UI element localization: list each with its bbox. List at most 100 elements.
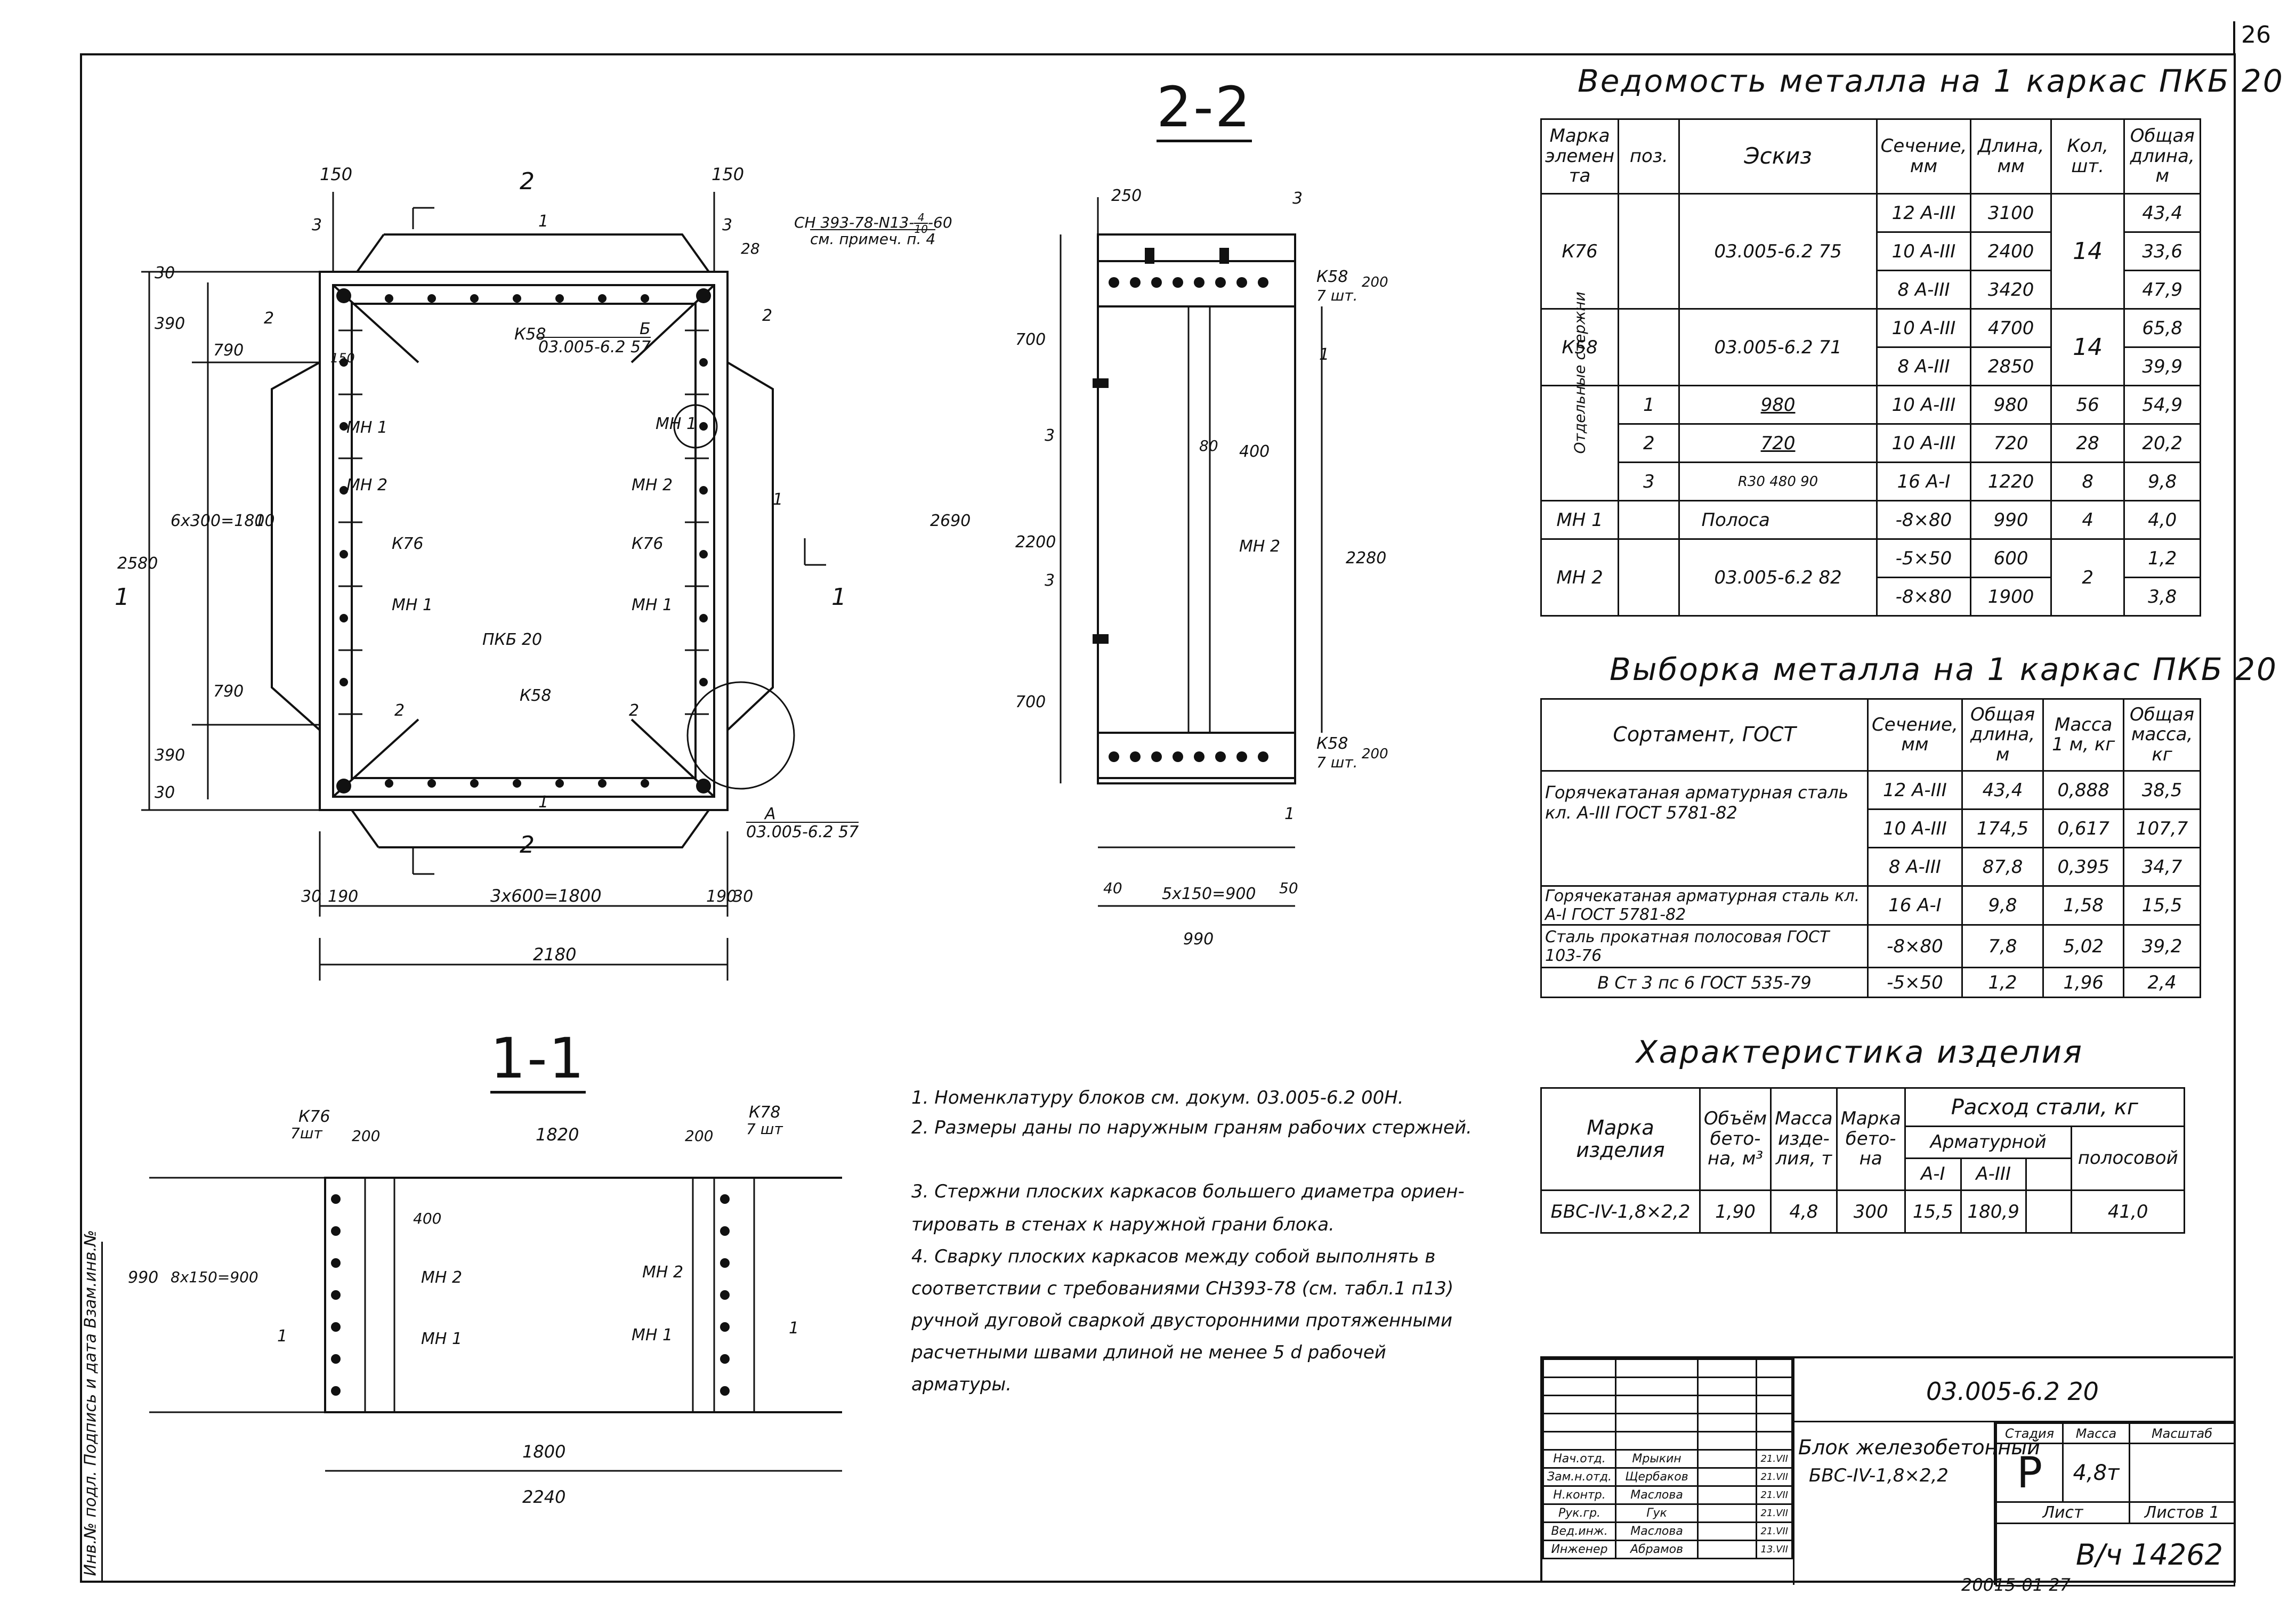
ms-mn1-sketch: Полоса bbox=[1678, 500, 1878, 540]
metal-sheet-table: Марка элемен та поз. Эскиз Сечение, мм Д… bbox=[1540, 118, 2201, 617]
staff-role-5: Вед.инж. bbox=[1542, 1521, 1617, 1541]
drawing-frame bbox=[80, 53, 2236, 1583]
ch-h-aiii: А-III bbox=[1960, 1157, 2027, 1191]
msel-r1-sec-2: 10 А-III bbox=[1867, 808, 1963, 848]
msel-r1-mass-1: 38,5 bbox=[2123, 770, 2201, 810]
ms-mn1-total: 4,0 bbox=[2123, 500, 2201, 540]
msel-r1-len-3: 87,8 bbox=[1961, 847, 2044, 887]
callout-a: А bbox=[765, 805, 776, 823]
staff-date-1: 21.VII bbox=[1756, 1449, 1793, 1469]
msel-r1-sec-3: 8 А-III bbox=[1867, 847, 1963, 887]
side-dim-250: 250 bbox=[1111, 187, 1142, 205]
ch-volume: 1,90 bbox=[1699, 1189, 1772, 1234]
note-2: 2. Размеры даны по наружным граням рабоч… bbox=[911, 1117, 1472, 1138]
ch-h-ai: А-I bbox=[1904, 1157, 1962, 1191]
characteristic-table: Марка изделия Объём бето- на, м³ Масса и… bbox=[1540, 1087, 2186, 1234]
s11-mn1-right: МН 1 bbox=[632, 1326, 673, 1345]
staff-role-3: Н.контр. bbox=[1542, 1485, 1617, 1505]
ch-h-rebar: Арматурной bbox=[1904, 1126, 2073, 1159]
ch-blank bbox=[2025, 1189, 2073, 1234]
block-outline bbox=[319, 271, 729, 811]
ms-mn2-sec-2: -8×80 bbox=[1875, 577, 1972, 617]
ch-strip: 41,0 bbox=[2071, 1189, 2185, 1234]
label-mn1-right-b: МН 1 bbox=[632, 596, 673, 614]
mass-header: Масса bbox=[2062, 1422, 2130, 1444]
scale-value bbox=[2129, 1443, 2235, 1503]
weld-ref-tail: -60 bbox=[927, 214, 952, 231]
s11-bar1-right: 1 bbox=[789, 1319, 799, 1338]
title-name-cell bbox=[1793, 1422, 1995, 1585]
side-label-3a: 3 bbox=[1292, 189, 1303, 208]
note-4b: соответствии с требованиями СН393-78 (см… bbox=[911, 1278, 1454, 1299]
section-1-1-drawing bbox=[149, 1177, 842, 1472]
ms-k76-count: 14 bbox=[2050, 193, 2125, 310]
dim-390-top: 390 bbox=[155, 314, 185, 333]
note-4e: арматуры. bbox=[911, 1374, 1012, 1395]
side-label-3b: 3 bbox=[1045, 426, 1055, 445]
msel-r4-m1: 1,96 bbox=[2042, 967, 2125, 998]
sheets-label: Листов 1 bbox=[2129, 1501, 2235, 1524]
ms-h-total: Общая длина, м bbox=[2123, 118, 2201, 195]
ms-bar2-sec: 10 А-III bbox=[1875, 423, 1972, 463]
ms-k76-total-1: 43,4 bbox=[2123, 193, 2201, 233]
side-dim-700-bottom: 700 bbox=[1015, 693, 1046, 711]
section-1-1-title: 1-1 bbox=[490, 1026, 586, 1094]
ms-h-section: Сечение, мм bbox=[1875, 118, 1972, 195]
staff-name-3: Маслова bbox=[1615, 1485, 1699, 1505]
ms-k58-count: 14 bbox=[2050, 308, 2125, 386]
ms-bar1-sketch: 980 bbox=[1678, 385, 1878, 425]
ms-bar3-sketch: R30 480 90 bbox=[1678, 462, 1878, 501]
dim-150-left: 150 bbox=[320, 164, 353, 184]
staff-name-2: Щербаков bbox=[1615, 1467, 1699, 1487]
ms-bar3-len: 1220 bbox=[1970, 462, 2052, 501]
note-3a: 3. Стержни плоских каркасов большего диа… bbox=[911, 1181, 1465, 1202]
ms-bar1-len: 980 bbox=[1970, 385, 2052, 425]
ms-k76-sketch: 03.005-6.2 75 bbox=[1678, 193, 1878, 310]
side-dim-400: 400 bbox=[1239, 442, 1270, 461]
msel-r2-m1: 1,58 bbox=[2042, 885, 2125, 926]
ch-mark: БВС-IV-1,8×2,2 bbox=[1540, 1189, 1701, 1234]
label-mn2-left: МН 2 bbox=[346, 476, 388, 495]
staff-role-6: Инженер bbox=[1542, 1540, 1617, 1559]
note-4a: 4. Сварку плоских каркасов между собой в… bbox=[911, 1246, 1436, 1267]
s11-dim-1820: 1820 bbox=[536, 1124, 579, 1145]
cut-marker-1-left: 1 bbox=[115, 584, 130, 611]
metal-sheet-title: Ведомость металла на 1 каркас ПКБ 20 bbox=[1578, 63, 2284, 99]
s11-dim-990: 990 bbox=[128, 1268, 159, 1287]
msel-r1-sec-1: 12 А-III bbox=[1867, 770, 1963, 810]
label-bar-2-bottom-right: 2 bbox=[629, 701, 640, 720]
ms-mn1-len: 990 bbox=[1970, 500, 2052, 540]
dim-30-bottom: 30 bbox=[155, 783, 175, 802]
side-dim-2690: 2690 bbox=[930, 512, 971, 530]
dim-30-br: 30 bbox=[733, 887, 754, 906]
side-label-3c: 3 bbox=[1045, 571, 1055, 590]
ms-mn2-count: 2 bbox=[2050, 538, 2125, 617]
ch-h-mass: Масса изде- лия, т bbox=[1770, 1087, 1838, 1191]
side-dim-200b: 200 bbox=[1362, 746, 1388, 762]
side-label-k58-bottom: К58 bbox=[1316, 734, 1348, 753]
s11-k76: К76 bbox=[298, 1107, 330, 1126]
s11-mn2-left: МН 2 bbox=[421, 1268, 463, 1287]
left-margin-text: Инв.№ подл. Подпись и дата Взам.инв.№ bbox=[81, 1229, 100, 1576]
s11-dim-8x150: 8x150=900 bbox=[171, 1268, 258, 1286]
label-k58-top: К58 bbox=[514, 325, 546, 344]
label-bar-3-left: 3 bbox=[312, 216, 322, 234]
ms-k76-sec-2: 10 А-III bbox=[1875, 231, 1972, 271]
dim-30-top: 30 bbox=[155, 264, 175, 282]
label-mn1-left-b: МН 1 bbox=[392, 596, 433, 614]
label-bar-2-right: 2 bbox=[762, 306, 773, 325]
label-mn2-right: МН 2 bbox=[632, 476, 673, 495]
ms-k76-total-3: 47,9 bbox=[2123, 270, 2201, 310]
ms-k58-sec-1: 10 А-III bbox=[1875, 308, 1972, 348]
label-bar-1-bottom: 1 bbox=[538, 793, 549, 812]
staff-date-4: 21.VII bbox=[1756, 1503, 1793, 1523]
msel-r2-len: 9,8 bbox=[1961, 885, 2044, 926]
label-bar-3-right: 3 bbox=[722, 216, 733, 234]
side-dim-5x150: 5x150=900 bbox=[1162, 885, 1256, 903]
msel-r4-name: В Ст 3 пс 6 ГОСТ 535-79 bbox=[1540, 967, 1869, 998]
msel-r3-len: 7,8 bbox=[1961, 924, 2044, 968]
mass-value: 4,8т bbox=[2062, 1443, 2130, 1503]
metal-select-table: Сортамент, ГОСТ Сечение, мм Общая длина,… bbox=[1540, 698, 2201, 998]
ms-bar2-pos: 2 bbox=[1618, 423, 1680, 463]
ms-mn2-len-2: 1900 bbox=[1970, 577, 2052, 617]
